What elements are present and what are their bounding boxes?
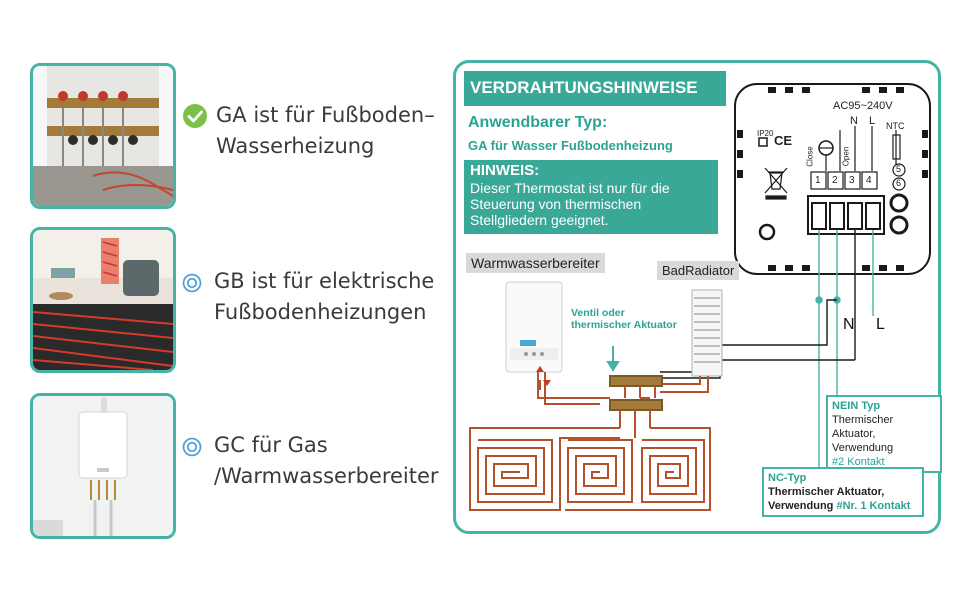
applicable-type-title: Anwendbarer Typ: [468,114,608,131]
nein-type-box: NEIN Typ Thermischer Aktuator, Verwendun… [826,395,942,473]
ip-label: IP20 [757,129,774,138]
option-ga-line2: Wasserheizung [216,134,375,158]
thumbnail-electric-floor [30,227,176,373]
thumbnail-gas-boiler [30,393,176,539]
option-ga-text: GA ist für Fußboden– Wasserheizung [216,100,435,162]
nc-type-line2: Verwendung #Nr. 1 Kontakt [768,499,918,513]
weee-icon [764,167,788,200]
close-label: Close [805,146,815,167]
radiator-label: BadRadiator [657,261,740,280]
wire-label-l: L [876,316,885,333]
wire-label-n: N [843,316,855,333]
terminal-1: 1 [815,175,821,186]
nein-type-line3: #2 Kontakt [832,456,885,468]
valve-label: Ventil oder thermischer Aktuator [571,307,677,331]
option-gc: GC für Gas /Warmwasserbereiter [182,430,439,492]
terminal-6: 6 [896,178,902,188]
option-ga-line1: GA ist für Fußboden– [216,103,435,127]
nein-type-line2: Verwendung [832,442,894,454]
option-gb-line1: GB ist für elektrische [214,269,435,293]
floor-coils [477,439,705,503]
option-gb: GB ist für elektrische Fußbodenheizungen [182,266,434,328]
target-circle-icon [182,273,202,293]
nc-type-line1: Thermischer Aktuator, [768,486,885,498]
panel-title-band: VERDRAHTUNGSHINWEISE [464,71,726,106]
note-box: HINWEIS: Dieser Thermostat ist nur für d… [464,160,718,234]
option-gc-text: GC für Gas /Warmwasserbereiter [214,430,439,492]
thumbnail-water-manifold [30,63,176,209]
open-label: Open [841,146,851,167]
pipes [469,375,711,511]
note-heading: HINWEIS: [470,162,540,179]
valve-arrow [606,346,620,372]
terminal-4: 4 [866,175,872,186]
target-circle-icon [182,437,202,457]
option-gb-line2: Fußbodenheizungen [214,300,427,324]
option-gc-line1: GC für Gas [214,433,328,457]
option-gb-text: GB ist für elektrische Fußbodenheizungen [214,266,434,328]
radiator-image [691,289,723,377]
terminal-3: 3 [849,175,855,186]
valve-label-line2: thermischer Aktuator [571,319,677,331]
boiler-label: Warmwasserbereiter [466,253,605,273]
terminal-5: 5 [896,164,902,174]
nc-type-title: NC-Typ [768,472,807,484]
check-circle-icon [183,104,207,128]
n-terminal-label: N [850,115,858,127]
option-gc-line2: /Warmwasserbereiter [214,464,439,488]
nein-type-line1: Thermischer Aktuator, [832,414,894,440]
nc-type-line2b: #Nr. 1 Kontakt [836,500,911,512]
nc-type-box: NC-Typ Thermischer Aktuator, Verwendung … [762,467,924,517]
option-ga: GA ist für Fußboden– Wasserheizung [182,100,435,162]
ce-mark: CE [774,133,793,148]
nc-type-line2a: Verwendung [768,500,837,512]
l-terminal-label: L [869,115,876,127]
applicable-type-sub: GA für Wasser Fußbodenheizung [468,138,673,153]
ntc-label: NTC [886,121,905,131]
note-body: Dieser Thermostat ist nur für die Steuer… [470,180,670,228]
valve-label-line1: Ventil oder [571,307,625,319]
terminal-2: 2 [832,175,838,186]
thermostat-backplate [734,83,931,275]
nein-type-title: NEIN Typ [832,400,881,412]
panel-title: VERDRAHTUNGSHINWEISE [470,78,698,97]
boiler-image [505,281,563,390]
flow-arrows [536,366,551,386]
voltage-label: AC95~240V [833,100,893,112]
